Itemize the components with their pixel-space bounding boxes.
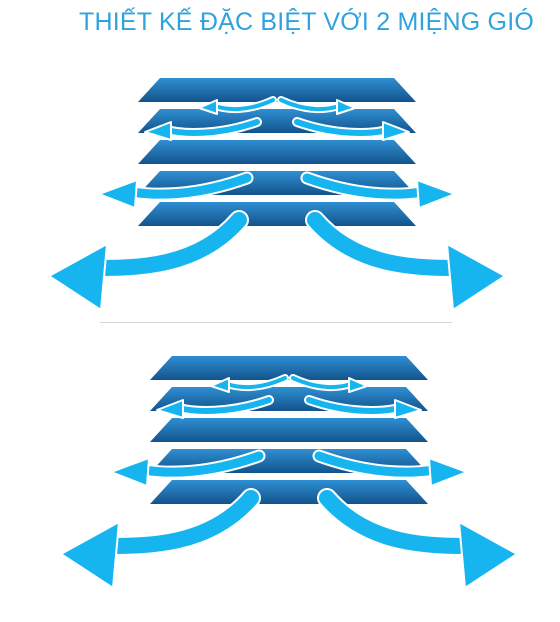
vent-slat	[150, 418, 428, 442]
vent-slat	[150, 387, 428, 411]
vent-slat	[138, 78, 416, 102]
vent-slats	[150, 356, 428, 504]
air-vent-lower-illustration	[60, 356, 518, 588]
arrow-right-medium-head	[428, 457, 468, 487]
air-vent-upper-illustration	[48, 78, 506, 310]
arrow-right-small-head	[382, 121, 410, 141]
page-title: THIẾT KẾ ĐẶC BIỆT VỚI 2 MIỆNG GIÓ	[79, 8, 534, 36]
arrow-left-tiny-shaft	[225, 376, 287, 390]
arrow-left-large-shaft	[96, 490, 259, 554]
vent-slat	[150, 480, 428, 504]
arrow-left-tiny-shaft	[213, 98, 275, 112]
arrow-right-large-shaft	[307, 212, 470, 276]
arrow-left-small-shaft	[176, 397, 272, 414]
arrow-left-medium-shaft	[127, 173, 252, 199]
arrow-right-tiny-shaft	[291, 376, 353, 390]
section-divider	[100, 322, 452, 323]
arrow-left-medium-head	[98, 179, 138, 209]
arrow-right-tiny-shaft	[279, 98, 341, 112]
arrow-right-tiny-head	[348, 377, 368, 393]
vent-slat	[138, 109, 416, 133]
vent-slat	[150, 356, 428, 380]
vent-slat	[138, 140, 416, 164]
arrow-right-medium-shaft	[302, 173, 427, 199]
airflow-arrows	[60, 374, 518, 588]
arrow-right-large-shaft	[319, 490, 482, 554]
arrow-right-small-shaft	[294, 119, 390, 136]
arrow-left-small-shaft	[164, 119, 260, 136]
vent-slat	[138, 202, 416, 226]
arrow-left-large-head	[60, 521, 120, 588]
arrow-left-tiny-head	[210, 377, 230, 393]
arrow-right-tiny-head	[336, 99, 356, 115]
arrow-left-small-head	[156, 399, 184, 419]
arrow-left-large-head	[48, 243, 108, 310]
arrow-left-medium-shaft	[139, 451, 264, 477]
arrow-right-medium-head	[416, 179, 456, 209]
arrow-right-medium-shaft	[314, 451, 439, 477]
arrow-right-large-head	[458, 521, 518, 588]
arrow-right-large-head	[446, 243, 506, 310]
arrow-left-tiny-head	[198, 99, 218, 115]
arrow-left-small-head	[144, 121, 172, 141]
arrow-right-small-head	[394, 399, 422, 419]
airflow-arrows	[48, 96, 506, 310]
arrow-right-small-shaft	[306, 397, 402, 414]
vent-slats	[138, 78, 416, 226]
arrow-left-large-shaft	[84, 212, 247, 276]
arrow-left-medium-head	[110, 457, 150, 487]
